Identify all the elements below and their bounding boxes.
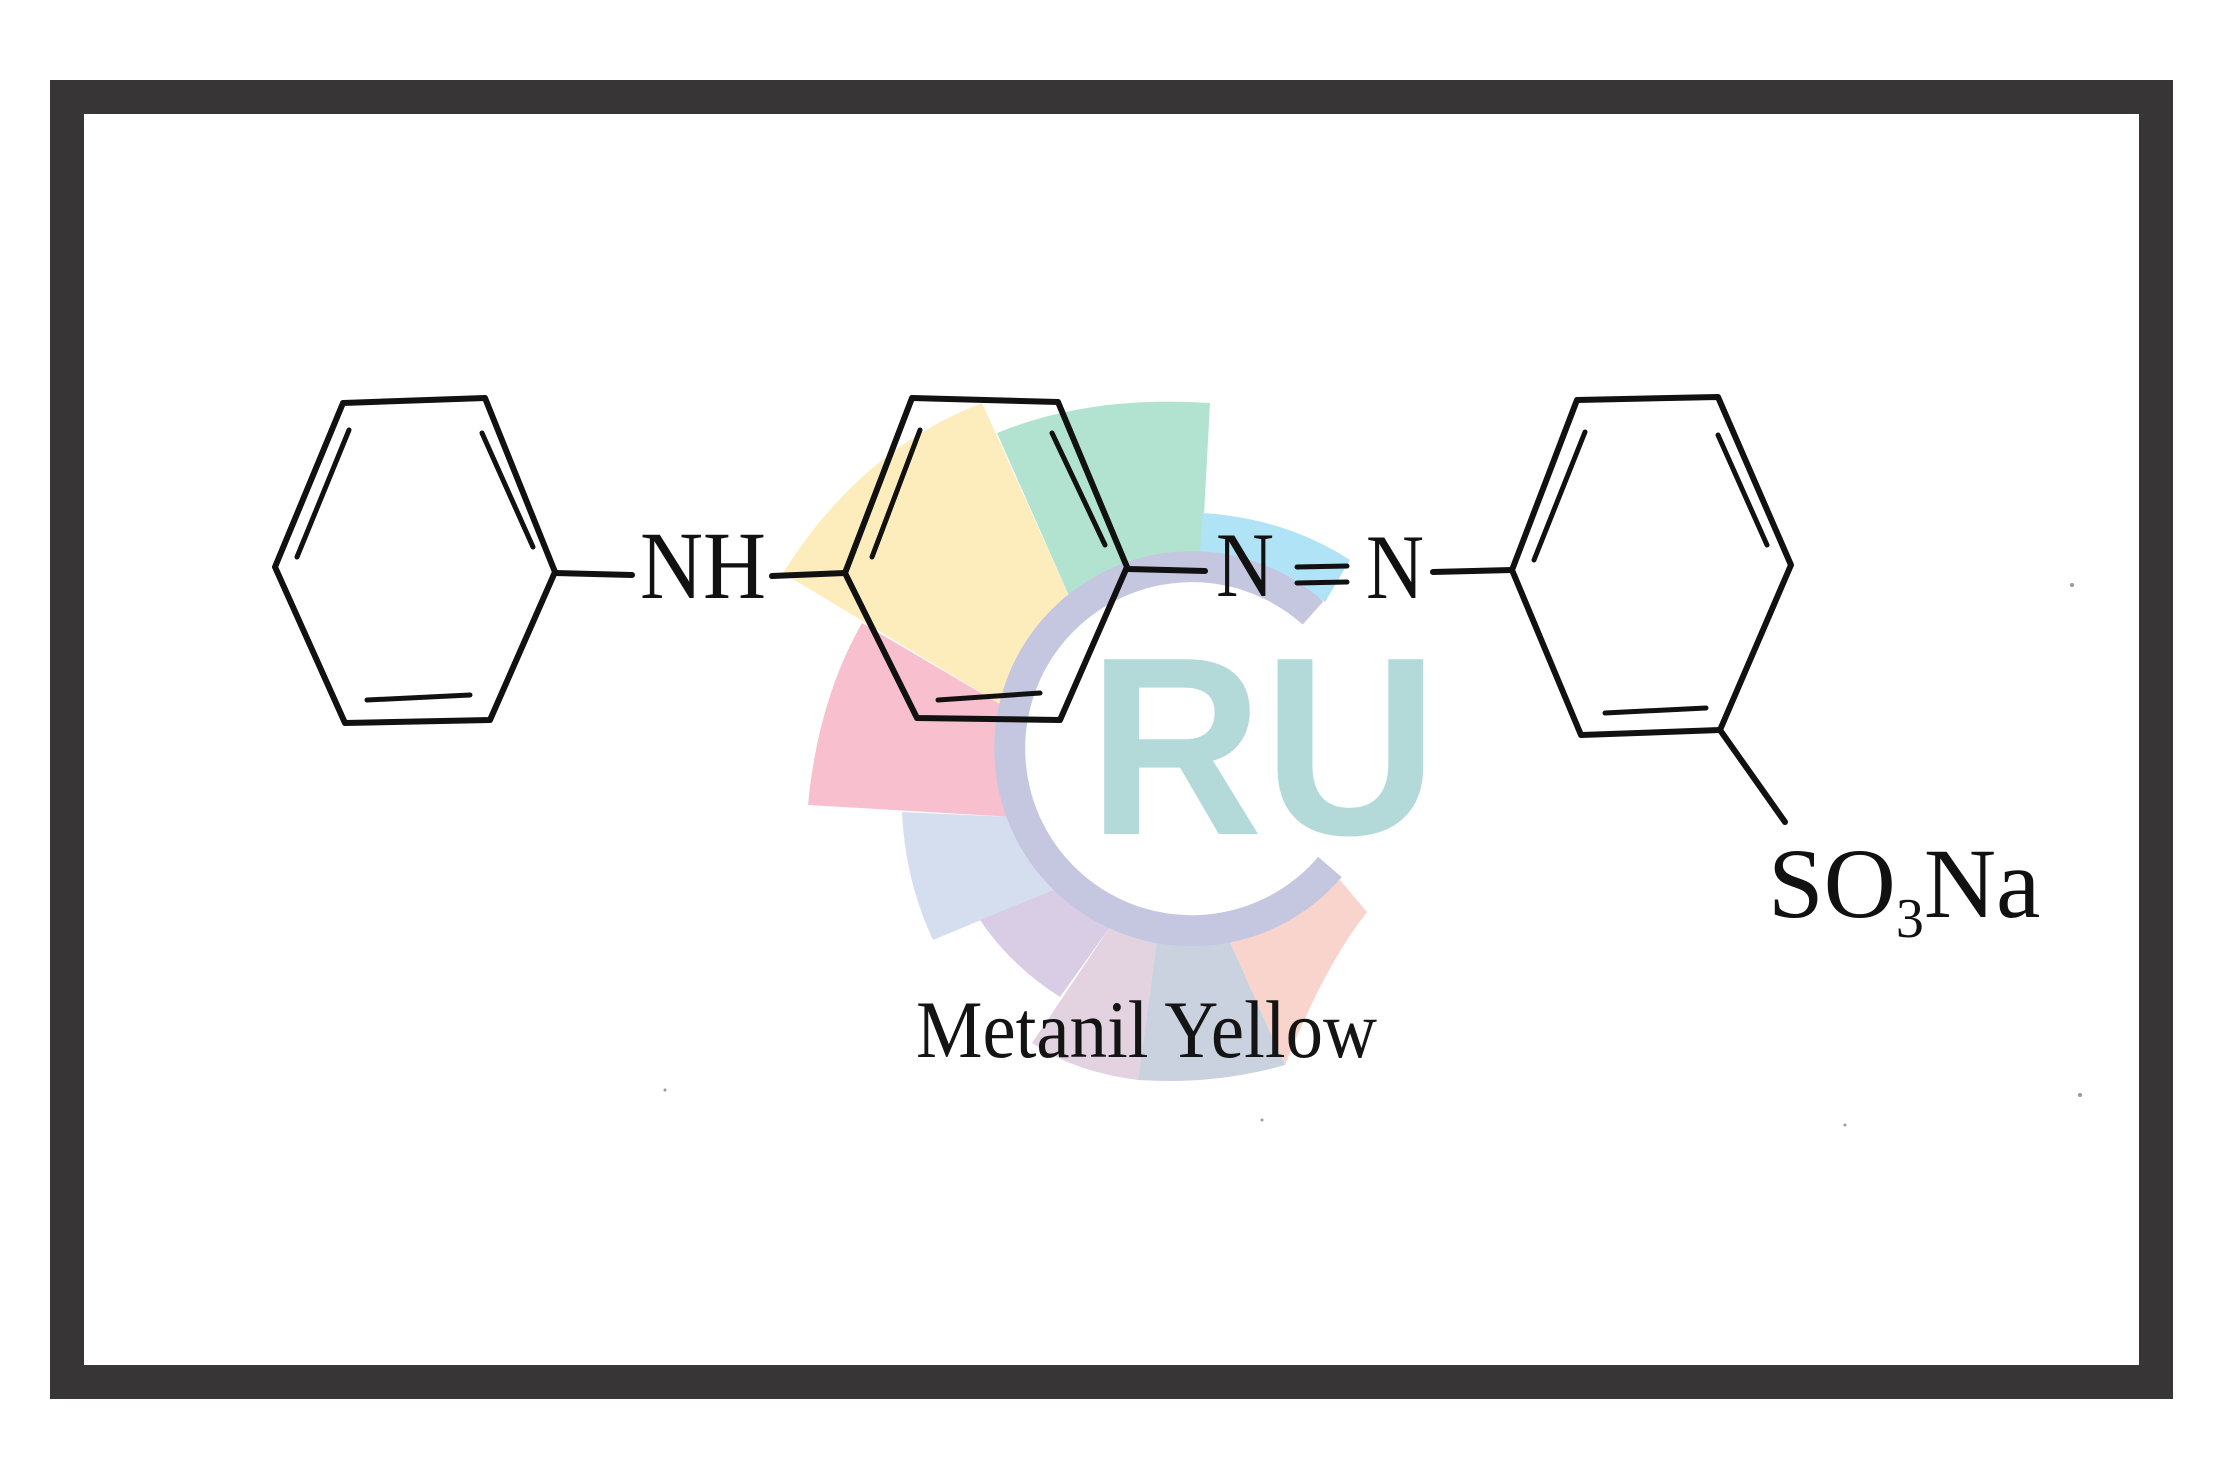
bond-ring2-azo [1124, 566, 1208, 574]
azo-n1-label: N [1216, 514, 1274, 616]
sulfonate-label: SO3Na [1768, 828, 2040, 950]
watermark-sector-blue [1200, 513, 1350, 602]
sulfonate-prefix: SO [1768, 828, 1896, 939]
ring-middle-phenylene [842, 395, 1130, 723]
ring-left-phenyl [272, 395, 558, 726]
amine-label: NH [640, 512, 766, 619]
watermark-text: RU [1088, 604, 1438, 888]
sulfonate-subscript: 3 [1896, 888, 1924, 950]
watermark-sector-gray-blue [1138, 940, 1285, 1081]
azo-n2-label: N [1366, 516, 1424, 618]
watermark-sector-yellow [783, 403, 1070, 710]
watermark-sector-green [997, 401, 1210, 598]
bond-nh-ring2 [769, 570, 848, 579]
bond-ring3-sulfonate [1717, 727, 1788, 825]
watermark-sector-lavender [980, 883, 1110, 997]
azo-double-bond-top [1294, 563, 1350, 570]
watermark-sector-mauve [1032, 927, 1157, 1080]
scan-specks [663, 583, 2082, 1127]
watermark-logo: RU [783, 401, 1438, 1081]
bond-ring1-nh [552, 570, 635, 578]
watermark-c-ring [994, 551, 1342, 947]
azo-double-bond-bottom [1294, 579, 1350, 586]
sulfonate-suffix: Na [1924, 828, 2041, 939]
bond-azo-ring3 [1430, 567, 1515, 575]
watermark-sector-pink [808, 623, 1013, 817]
figure-frame [50, 80, 2173, 1399]
figure-caption: Metanil Yellow [916, 984, 1377, 1075]
